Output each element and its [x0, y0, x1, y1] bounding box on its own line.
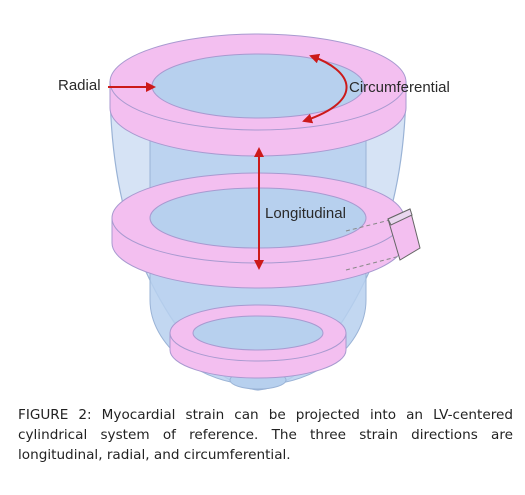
figure-caption: FIGURE 2: Myocardial strain can be proje…: [18, 407, 513, 463]
circumferential-label: Circumferential: [349, 79, 450, 96]
apical-ring: [169, 304, 347, 379]
radial-label: Radial: [58, 77, 101, 94]
lv-cylinder-illustration: [108, 33, 421, 391]
tissue-sample-cube: [345, 208, 421, 271]
mid-ring: [111, 172, 405, 289]
circumferential-arrow: [302, 53, 348, 124]
longitudinal-label: Longitudinal: [265, 205, 346, 222]
lv-strain-diagram: Radial Circumferential Longitudinal: [58, 33, 450, 391]
